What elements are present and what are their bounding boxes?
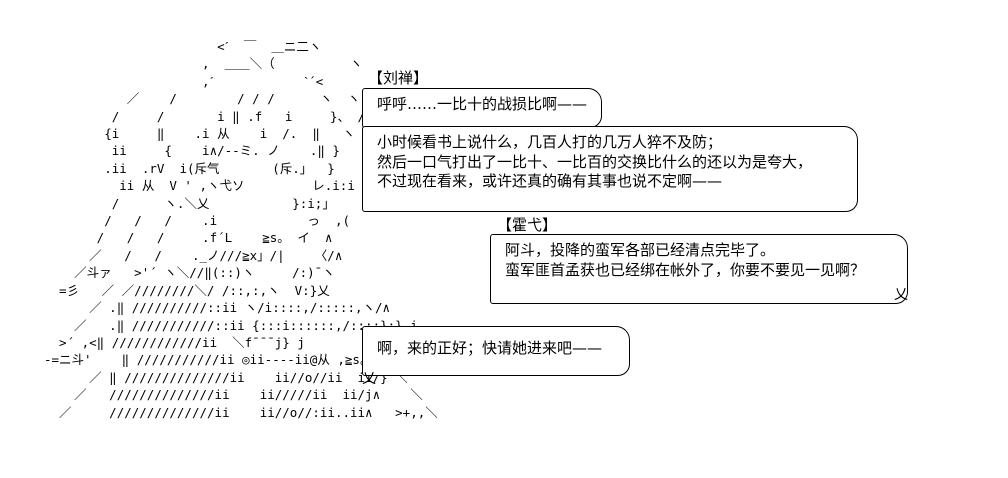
speech-bubble-2: 小时候看书上说什么，几百人打的几万人猝不及防； 然后一口气打出了一比十、一比百的… (362, 126, 858, 212)
bubble-tail: 乂 (894, 287, 908, 303)
bubble-tail: 乂 (362, 371, 376, 387)
speaker-huoyi: 【霍弋】 (497, 216, 558, 234)
dialog-line: 啊，来的正好；快请她进来吧—— (377, 339, 603, 357)
dialog-line: 不过现在看来，或许还真的确有其事也说不定啊—— (377, 172, 723, 191)
speech-bubble-4: 啊，来的正好；快请她进来吧—— (362, 326, 630, 376)
speech-bubble-1: 呼呼……一比十的战损比啊—— (362, 88, 602, 128)
dialog-line: 蛮军匪首孟获也已经绑在帐外了，你要不要见一见啊？ (505, 260, 866, 279)
dialog-line: 呼呼……一比十的战损比啊—— (377, 95, 588, 113)
dialog-line: 小时候看书上说什么，几百人打的几万人猝不及防； (377, 133, 723, 151)
speech-bubble-3: 阿斗，投降的蛮军各部已经清点完毕了。 蛮军匪首孟获也已经绑在帐外了，你要不要见一… (490, 234, 908, 304)
dialog-line: 阿斗，投降的蛮军各部已经清点完毕了。 (505, 241, 776, 259)
speaker-liushan: 【刘禅】 (368, 69, 429, 87)
dialog-line: 然后一口气打出了一比十、一比百的交换比什么的还以为是夸大， (377, 152, 813, 171)
